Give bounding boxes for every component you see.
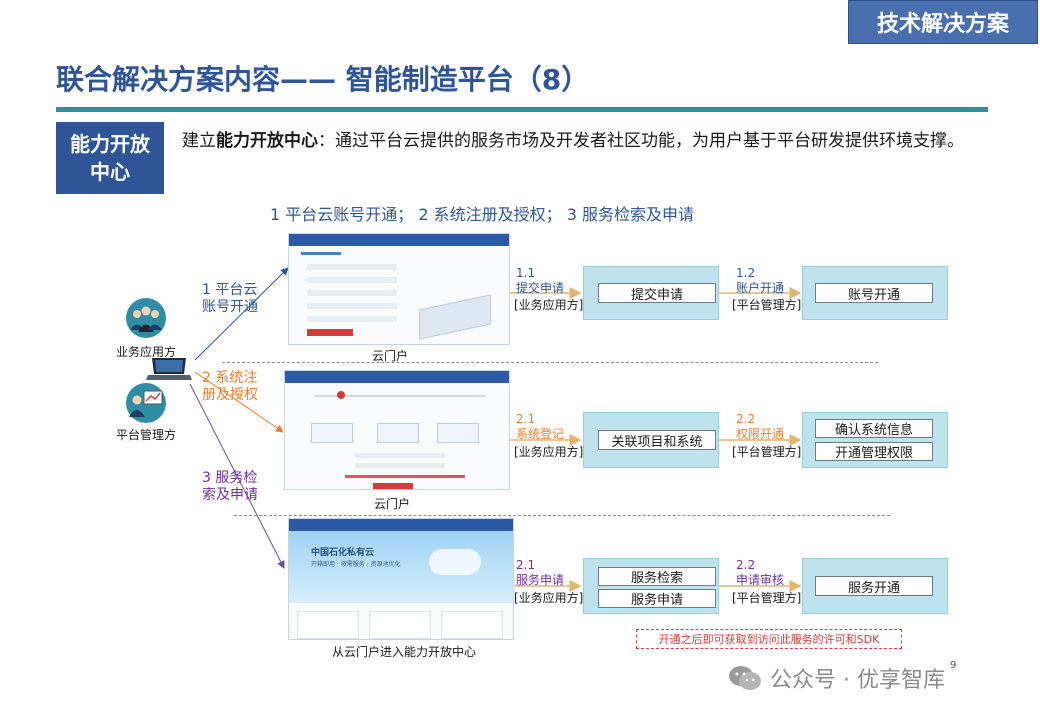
- steps-header: 1 平台云账号开通； 2 系统注册及授权； 3 服务检索及申请: [270, 205, 694, 224]
- screenshot-1-caption: 云门户: [372, 349, 409, 363]
- row1-step-a-name: 提交申请: [516, 281, 565, 295]
- branch-line-3: [189, 383, 285, 569]
- side-label-line2: 中心: [90, 160, 130, 184]
- banner-subtitle: 开箱即用 · 按需服务 · 资源池优化: [311, 561, 401, 568]
- banner-title: 中国石化私有云: [311, 548, 375, 558]
- service-apply-box: 服务申请: [598, 589, 716, 608]
- branch-line-1: [194, 267, 289, 361]
- row2-step-b-label: 2.2 权限开通: [736, 412, 784, 442]
- grant-admin-permission-box: 开通管理权限: [815, 442, 933, 461]
- portal-screenshot-3: 中国石化私有云 开箱即用 · 按需服务 · 资源池优化: [288, 518, 514, 640]
- watermark: 公众号 · 优享智库: [728, 662, 945, 694]
- row1-step-a-num: 1.1: [516, 266, 536, 280]
- branch-label-3: 3 服务检 索及申请: [202, 470, 258, 504]
- branch-label-2-line2: 册及授权: [202, 387, 258, 403]
- portal-screenshot-2: [284, 370, 510, 490]
- separator-1: [222, 362, 878, 363]
- branch-label-1-line1: 1 平台云: [202, 282, 258, 298]
- row3-step-b-name: 申请审核: [736, 573, 785, 587]
- branch-label-1: 1 平台云 账号开通: [202, 282, 258, 316]
- row1-step-a-label: 1.1 提交申请: [516, 266, 564, 296]
- page-number: 9: [950, 660, 957, 671]
- intro-rest: ：通过平台云提供的服务市场及开发者社区功能，为用户基于平台研发提供环境支撑。: [318, 131, 964, 151]
- row1-step-b-num: 1.2: [736, 266, 756, 280]
- intro-bold: 能力开放中心: [216, 131, 318, 151]
- row3-step-b-label: 2.2 申请审核: [736, 558, 784, 588]
- submit-request-box: 提交申请: [598, 283, 716, 303]
- side-label-line1: 能力开放: [70, 132, 150, 156]
- license-sdk-note: 开通之后即可获取到访问此服务的许可和SDK: [636, 629, 902, 649]
- branch-label-2-line1: 2 系统注: [202, 370, 258, 386]
- screenshot-2-caption: 云门户: [374, 497, 411, 511]
- separator-2: [234, 515, 890, 516]
- row2-step-b-name: 权限开通: [736, 427, 785, 441]
- row2-step-b-num: 2.2: [736, 412, 756, 426]
- row1-step-b-name: 账户开通: [736, 281, 785, 295]
- row2-step-a-num: 2.1: [516, 412, 536, 426]
- row1-step-b-label: 1.2 账户开通: [736, 266, 784, 296]
- wechat-icon: [729, 666, 761, 690]
- row3-step-a-name: 服务申请: [516, 573, 565, 587]
- row2-step-a-role: [业务应用方]: [514, 445, 584, 459]
- branch-label-3-line1: 3 服务检: [202, 470, 258, 486]
- branch-label-3-line2: 索及申请: [202, 487, 258, 503]
- service-search-box: 服务检索: [598, 567, 716, 586]
- capability-center-label: 能力开放 中心: [56, 122, 164, 194]
- branch-label-1-line2: 账号开通: [202, 299, 258, 315]
- link-project-system-box: 关联项目和系统: [598, 430, 716, 450]
- branch-line-2: [194, 371, 284, 433]
- branch-label-2: 2 系统注 册及授权: [202, 370, 258, 404]
- row3-step-b-num: 2.2: [736, 558, 756, 572]
- row3-step-a-label: 2.1 服务申请: [516, 558, 564, 588]
- portal-screenshot-1: [288, 233, 510, 345]
- business-users-icon: [122, 298, 170, 338]
- laptop-icon: [146, 356, 192, 382]
- row2-step-a-name: 系统登记: [516, 427, 565, 441]
- row1-step-b-role: [平台管理方]: [732, 298, 802, 312]
- row3-step-b-role: [平台管理方]: [732, 591, 802, 605]
- platform-admin-icon: [122, 383, 170, 423]
- actor-business-label: 业务应用方: [116, 345, 177, 359]
- page-title: 联合解决方案内容—— 智能制造平台（8）: [56, 63, 590, 96]
- account-open-box: 账号开通: [815, 283, 933, 303]
- row1-step-a-role: [业务应用方]: [514, 298, 584, 312]
- intro-prefix: 建立: [182, 131, 216, 151]
- intro-text: 建立能力开放中心：通过平台云提供的服务市场及开发者社区功能，为用户基于平台研发提…: [182, 128, 982, 154]
- watermark-text: 公众号 · 优享智库: [770, 668, 945, 693]
- row2-step-a-label: 2.1 系统登记: [516, 412, 564, 442]
- title-underline: [56, 107, 988, 112]
- section-badge: 技术解决方案: [848, 0, 1038, 44]
- actor-platform-label: 平台管理方: [116, 428, 177, 442]
- confirm-system-info-box: 确认系统信息: [815, 419, 933, 438]
- row2-step-b-role: [平台管理方]: [732, 445, 802, 459]
- screenshot-3-caption: 从云门户进入能力开放中心: [332, 645, 477, 659]
- service-enable-box: 服务开通: [815, 576, 933, 596]
- row3-step-a-num: 2.1: [516, 558, 536, 572]
- row3-step-a-role: [业务应用方]: [514, 591, 584, 605]
